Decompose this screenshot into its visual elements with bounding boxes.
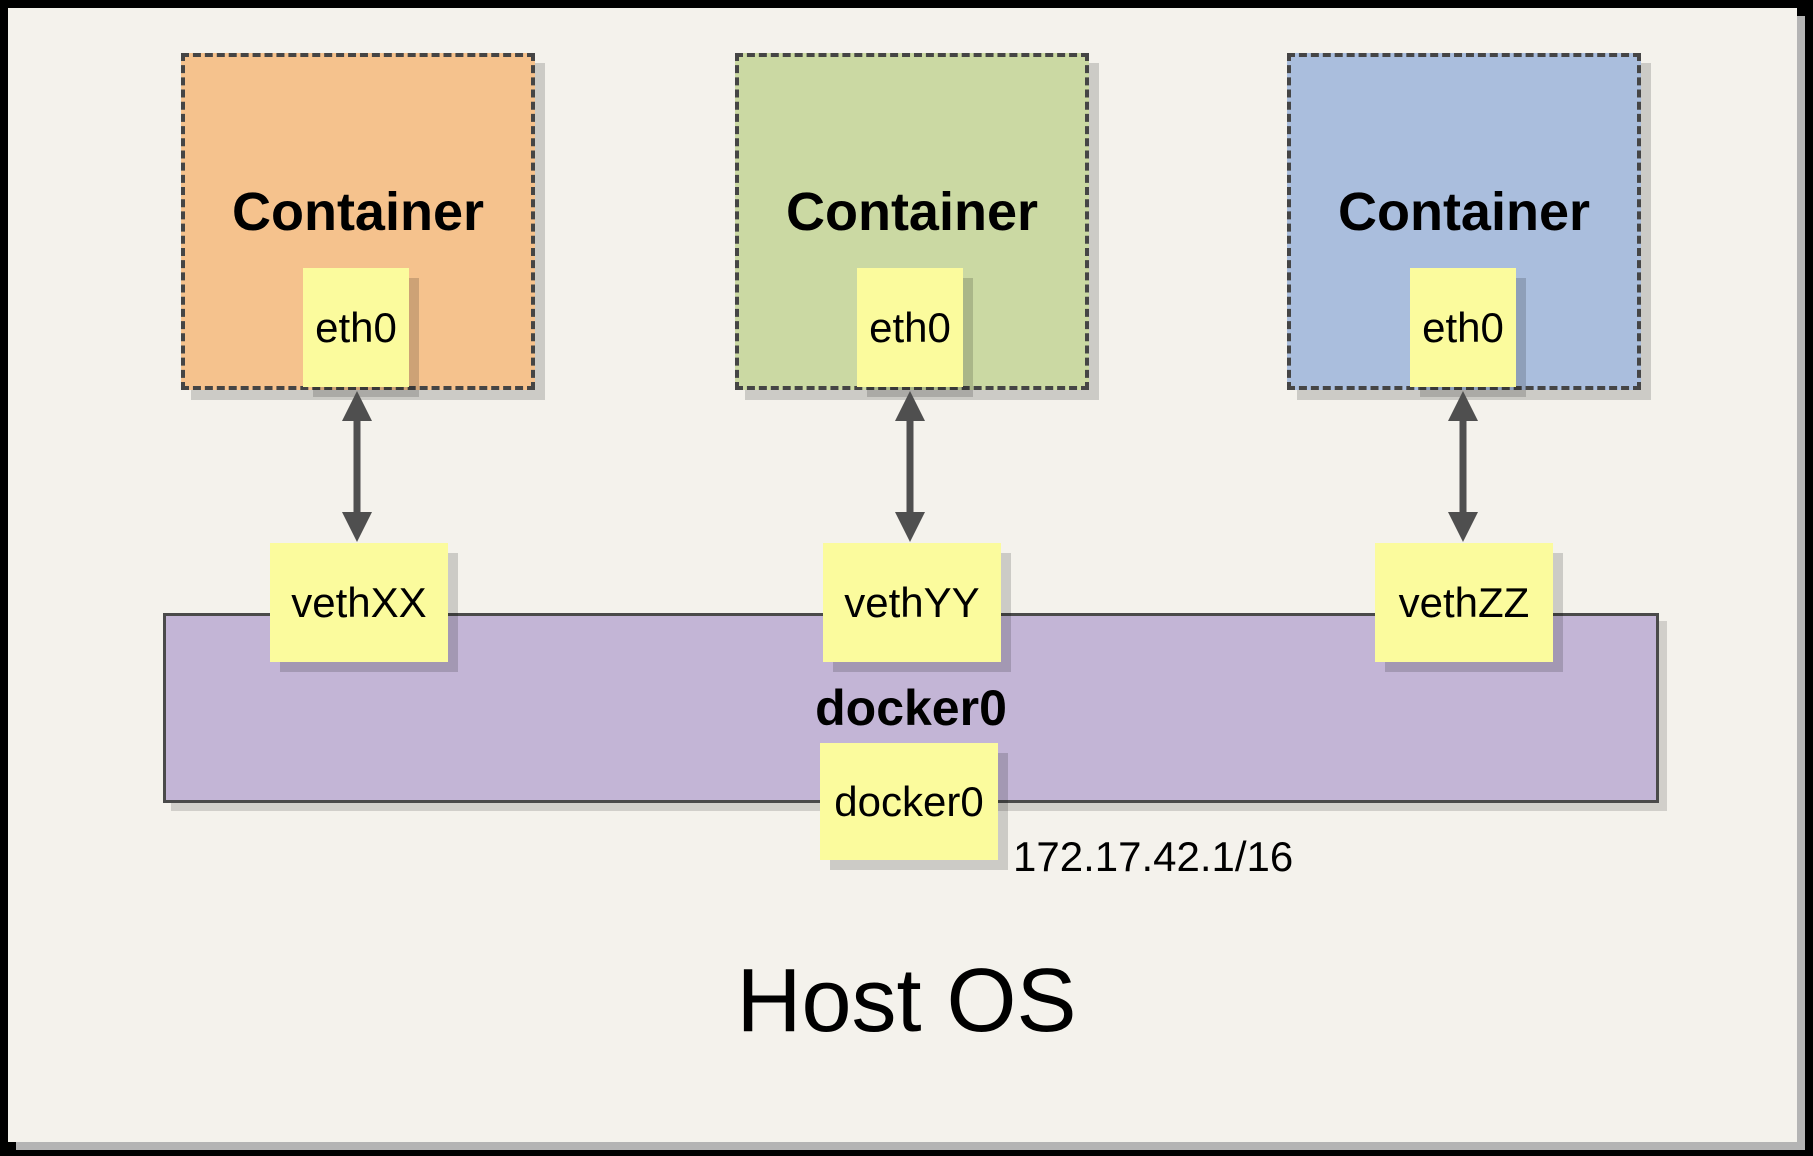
host-os-label: Host OS bbox=[736, 951, 1077, 1051]
double-arrow-icon bbox=[895, 391, 925, 542]
eth0-note-2: eth0 bbox=[857, 268, 963, 387]
eth0-label: eth0 bbox=[315, 303, 397, 351]
docker0-interface-note: docker0 bbox=[820, 743, 998, 860]
veth-label: vethXX bbox=[291, 578, 427, 626]
double-arrow-icon bbox=[342, 391, 372, 542]
vethzz-note: vethZZ bbox=[1375, 543, 1553, 662]
container-label: Container bbox=[785, 182, 1039, 242]
docker0-interface-label: docker0 bbox=[834, 777, 984, 825]
vethyy-note: vethYY bbox=[823, 543, 1001, 662]
eth0-label: eth0 bbox=[869, 303, 951, 351]
vethxx-note: vethXX bbox=[270, 543, 448, 662]
container-label: Container bbox=[231, 182, 485, 242]
veth-label: vethYY bbox=[844, 578, 980, 626]
eth0-note-3: eth0 bbox=[1410, 268, 1516, 387]
bridge-label: docker0 bbox=[815, 680, 1007, 736]
eth0-note-1: eth0 bbox=[303, 268, 409, 387]
container-box-1: Container bbox=[181, 53, 535, 390]
veth-label: vethZZ bbox=[1398, 578, 1530, 626]
double-arrow-icon bbox=[1448, 391, 1478, 542]
container-label: Container bbox=[1337, 182, 1591, 242]
bridge-ip-label: 172.17.42.1/16 bbox=[1013, 833, 1294, 880]
eth0-label: eth0 bbox=[1422, 303, 1504, 351]
